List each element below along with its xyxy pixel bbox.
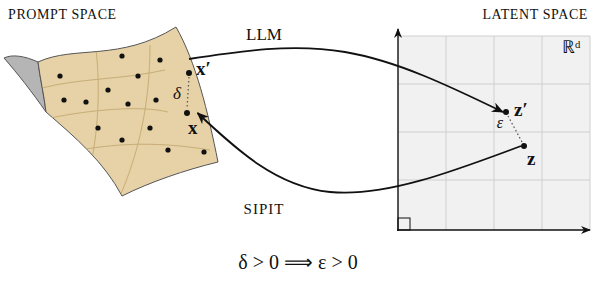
point-node: z′ xyxy=(503,100,528,120)
prompt-point xyxy=(95,125,100,130)
manifold-grid-line xyxy=(42,70,165,88)
prompt-point xyxy=(57,73,62,78)
right-angle-mark xyxy=(398,218,410,230)
grid-line xyxy=(446,36,447,230)
space-heading: LATENT SPACE xyxy=(392,6,588,23)
manifold-grid xyxy=(42,40,210,196)
point-node: x xyxy=(184,110,198,138)
grid-line xyxy=(542,36,543,230)
point-dot xyxy=(184,110,190,116)
distance-symbol: δ xyxy=(173,85,181,102)
space-symbol: ℝᵈ xyxy=(562,37,581,57)
delta-distance xyxy=(187,77,189,109)
prompt-points xyxy=(57,53,206,154)
point-label: x′ xyxy=(196,59,211,79)
prompt-manifold xyxy=(38,27,218,196)
prompt-point xyxy=(83,99,88,104)
grid-line xyxy=(398,84,590,85)
vertical-axis xyxy=(397,29,398,231)
space-region: LATENT SPACE ℝᵈ z′ z xyxy=(388,2,592,240)
mapping-label: SIPIT xyxy=(244,201,285,218)
point-dot xyxy=(521,143,527,149)
prompt-point xyxy=(157,57,162,62)
space-heading: PROMPT SPACE xyxy=(8,6,232,23)
prompt-point xyxy=(105,87,110,92)
horizontal-axis xyxy=(397,229,590,230)
prompt-point xyxy=(135,73,140,78)
distance-symbol: ε xyxy=(497,115,503,131)
point-dot xyxy=(503,109,509,115)
manifold-grid-line xyxy=(80,144,210,150)
grid-line xyxy=(590,36,591,230)
point-label: z xyxy=(527,149,535,169)
prompt-point xyxy=(119,137,124,142)
point-node: z xyxy=(521,143,535,169)
prompt-point xyxy=(153,97,158,102)
mapping-arrow xyxy=(189,48,503,112)
prompt-point xyxy=(125,101,130,106)
grid-line xyxy=(398,132,590,133)
prompt-point xyxy=(119,53,124,58)
latent-ground xyxy=(398,36,590,230)
prompt-point xyxy=(147,125,152,130)
mapping-arrow xyxy=(198,113,522,193)
manifold-grid-line xyxy=(120,45,150,196)
point-label: x xyxy=(188,118,198,138)
mapping-label: LLM xyxy=(246,26,282,45)
manifold-grid-line xyxy=(90,40,98,170)
grid-line xyxy=(398,36,590,37)
latent-grid xyxy=(398,36,590,230)
point-label: z′ xyxy=(514,100,528,120)
point-dot xyxy=(186,70,192,76)
point-node: x′ xyxy=(186,59,211,79)
implication-formula: δ > 0 ⟹ ε > 0 xyxy=(238,252,357,272)
prompt-point xyxy=(61,97,66,102)
prompt-point xyxy=(165,147,170,152)
prompt-point xyxy=(201,149,206,154)
grid-line xyxy=(494,36,495,230)
manifold-grid-line xyxy=(50,109,168,118)
space-region: PROMPT SPACE x′ x xyxy=(4,2,236,202)
